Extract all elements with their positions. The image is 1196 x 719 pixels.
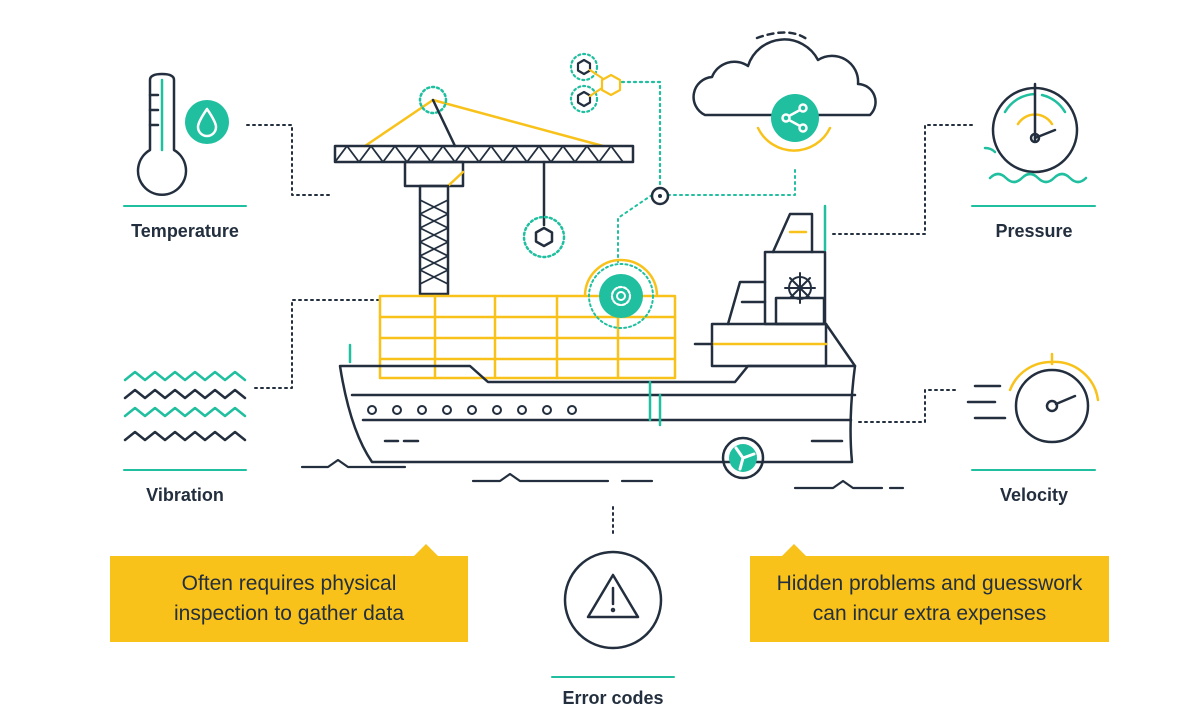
vibration-waves-icon bbox=[123, 370, 247, 442]
water-lines bbox=[300, 458, 905, 490]
gear-icon bbox=[599, 274, 643, 318]
callout-left-line1: Often requires physical bbox=[181, 572, 397, 595]
propeller-icon bbox=[721, 436, 765, 480]
hexagon-network-icon bbox=[569, 52, 662, 187]
callout-left-line2: inspection to gather data bbox=[174, 602, 404, 625]
velocity-label: Velocity bbox=[999, 485, 1069, 505]
temperature-label: Temperature bbox=[131, 221, 239, 241]
callout-right-line1: Hidden problems and guesswork bbox=[776, 572, 1083, 595]
callout-right-line2: can incur extra expenses bbox=[812, 602, 1047, 625]
pressure-gauge-icon bbox=[983, 82, 1088, 184]
crane-icon bbox=[333, 85, 635, 296]
warning-triangle-icon bbox=[563, 550, 663, 650]
water-drop-icon bbox=[185, 100, 229, 144]
vibration-label: Vibration bbox=[146, 485, 224, 505]
speedometer-icon bbox=[966, 352, 1100, 444]
pressure-label: Pressure bbox=[995, 221, 1073, 241]
ship-wheel-icon bbox=[784, 272, 816, 304]
cargo-ship-icon bbox=[338, 204, 857, 464]
share-icon bbox=[771, 94, 819, 142]
callout-hidden-problems: Hidden problems and guesswork can incur … bbox=[750, 544, 1109, 642]
thermometer-icon bbox=[136, 72, 188, 196]
cloud-icon bbox=[692, 31, 877, 117]
error-codes-label: Error codes bbox=[562, 688, 664, 708]
callout-physical-inspection: Often requires physical inspection to ga… bbox=[110, 544, 468, 642]
